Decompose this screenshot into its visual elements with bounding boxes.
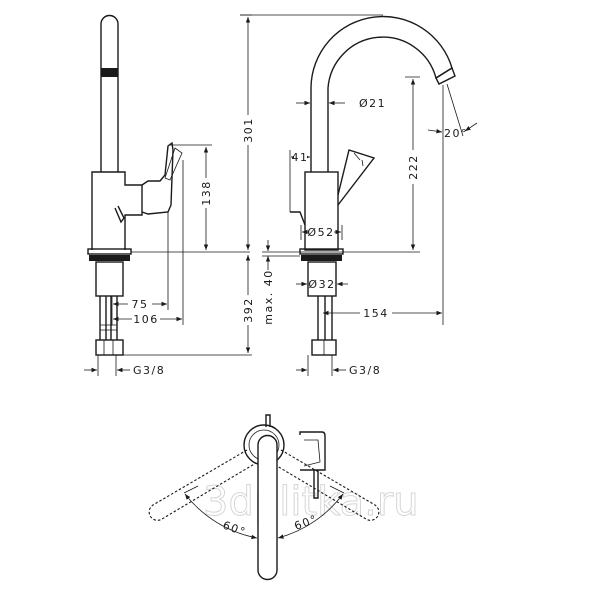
dim-total-height: 301 [242,117,255,143]
dim-handle-reach-max: 106 [133,313,159,326]
front-lever-tip [290,211,306,226]
side-handle-open-position [164,147,183,181]
front-body [304,171,339,251]
dim-spout-height: 222 [407,154,420,180]
top-spout-center [257,434,278,581]
top-view: 3dplitka.ru 60° 60° [148,414,419,581]
side-view: 138 301 392 75 106 G3/8 [84,14,255,377]
dim-spout-reach: 154 [363,307,389,320]
dim-deck-thickness: max. 40 [262,269,275,324]
dim-side-thread: G3/8 [133,364,165,377]
dim-spout-diameter: Ø21 [359,97,386,110]
front-shank [307,261,337,297]
front-spout [310,15,453,172]
top-handle-body [299,431,326,471]
dim-shank-diameter: Ø32 [308,278,335,291]
top-spout-right-position [271,449,380,521]
dim-below-deck: 392 [242,297,255,323]
swivel-arc-right [277,493,344,539]
side-aerator-ring [101,68,118,77]
dim-front-thread: G3/8 [349,364,381,377]
top-pin [265,414,271,427]
dim-spout-angle: 20° [444,127,468,140]
dim-handle-offset: 41 [292,151,309,164]
front-hoses [317,296,333,340]
dim-body-diameter: Ø52 [307,226,334,239]
front-view: Ø21 41 222 Ø52 max. 40 Ø32 154 20° G3/8 [240,14,478,377]
side-lever-mark [114,205,125,224]
top-spout-left-position [148,449,257,521]
side-hoses [99,296,118,340]
side-base-plate [87,248,132,255]
side-shank [95,261,124,297]
side-hose-nut [95,339,124,356]
front-gasket [301,255,342,261]
dim-handle-reach: 75 [132,298,149,311]
front-handle [337,149,376,206]
swivel-arc-left [184,493,258,540]
side-gasket [89,255,130,261]
dim-handle-height: 138 [200,180,213,206]
side-handle [141,141,174,215]
front-aerator [435,66,456,85]
side-spout-tube [100,14,119,172]
front-base-plate [299,248,344,255]
side-body [91,171,143,250]
